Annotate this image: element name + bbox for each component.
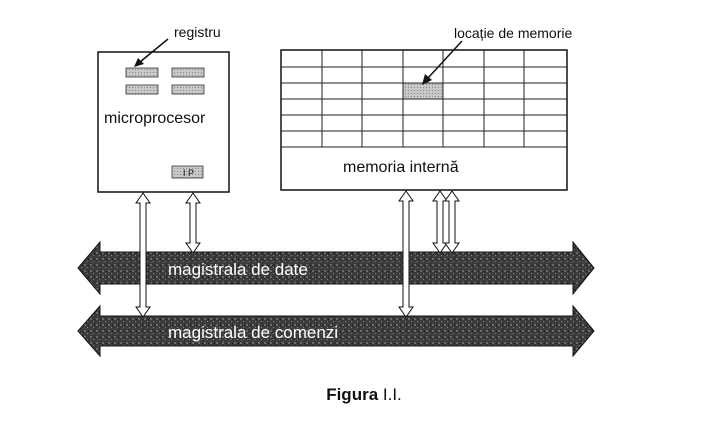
- figure-caption-prefix: Figura: [326, 385, 379, 404]
- command-bus: magistrala de comenzi: [77, 304, 595, 358]
- memory-location-cell: [403, 83, 443, 99]
- memory-to-data-bus-arrow-2: [444, 190, 460, 254]
- memory-location-pointer-head: [422, 74, 432, 85]
- register-cell: [171, 67, 205, 78]
- data-bus-arrow: [77, 240, 595, 296]
- memory-box: [280, 49, 568, 191]
- register-cell: [171, 84, 205, 95]
- ip-register: [171, 165, 204, 179]
- register-cell: [125, 67, 159, 78]
- memory-location-label: locație de memorie: [454, 25, 572, 41]
- data-bus-label: magistrala de date: [168, 260, 308, 279]
- ip-register-label: I P: [183, 168, 194, 178]
- figure-caption-number: I.I.: [382, 385, 402, 404]
- register-label: registru: [174, 24, 221, 40]
- register-cell: [125, 84, 159, 95]
- microprocessor-block: microprocesor I P registru: [97, 24, 230, 193]
- memory-to-data-bus-arrow-1: [432, 190, 448, 254]
- memory-grid: [281, 50, 567, 148]
- figure-caption: Figura I.I.: [0, 385, 728, 405]
- memory-label: memoria internă: [343, 159, 459, 176]
- cpu-to-data-bus-arrow: [185, 192, 201, 254]
- command-bus-arrow: [77, 304, 595, 358]
- memory-block: memoria internă locație de memorie: [280, 25, 572, 191]
- microprocessor-box: [97, 51, 230, 193]
- register-pointer: [139, 38, 169, 63]
- register-pointer-head: [134, 58, 144, 67]
- data-bus: magistrala de date: [77, 240, 595, 296]
- command-bus-label: magistrala de comenzi: [168, 323, 338, 342]
- cpu-to-command-bus-arrow: [135, 192, 151, 318]
- memory-location-pointer: [427, 40, 463, 79]
- memory-to-command-bus-arrow: [398, 190, 414, 318]
- microprocessor-label: microprocesor: [104, 110, 206, 127]
- bus-connectors: [135, 190, 460, 318]
